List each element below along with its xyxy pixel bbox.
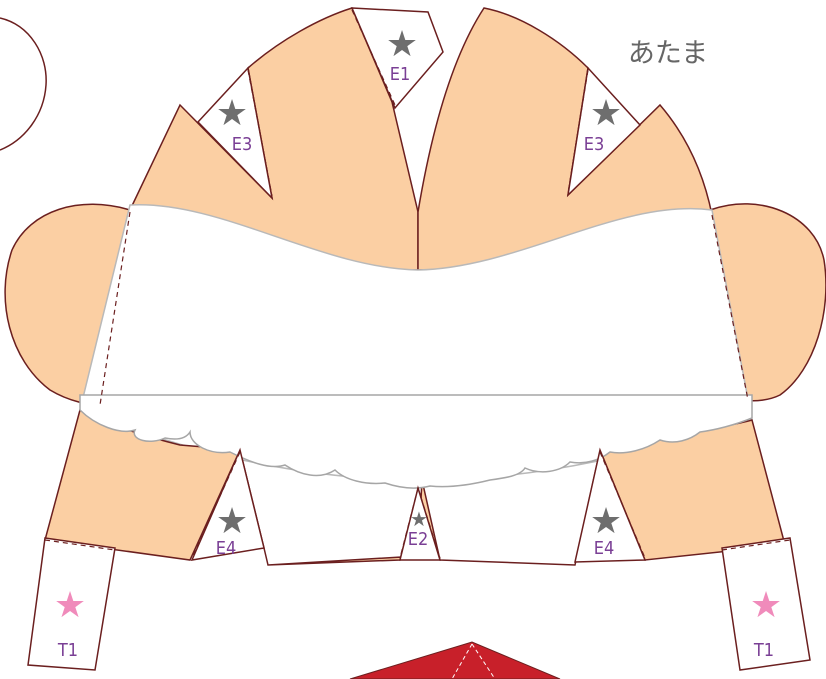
- label-e1: E1: [390, 64, 411, 85]
- tab-e1-shape: [350, 7, 444, 110]
- star-icon-e3-right: ★: [590, 93, 622, 134]
- star-icon-e2: ★: [410, 507, 428, 531]
- label-t1-right: T1: [753, 640, 774, 661]
- star-icon-e4-left: ★: [216, 501, 248, 542]
- fold-lines: [44, 9, 791, 559]
- tab-t1-left-shape: [27, 537, 116, 671]
- tab-t1-right-shape: [721, 537, 811, 671]
- circle-outline: [0, 17, 47, 151]
- star-icon-e4-right: ★: [590, 501, 622, 542]
- label-t1-left: T1: [57, 640, 78, 661]
- tab-e3-right-shape: [566, 66, 642, 198]
- label-e3-left: E3: [232, 134, 253, 155]
- star-icon-e1: ★: [386, 24, 418, 65]
- label-e3-right: E3: [584, 134, 605, 155]
- hair-edge: [79, 394, 753, 489]
- label-e2: E2: [408, 529, 429, 550]
- page-title: あたま: [628, 38, 708, 69]
- label-e4-left: E4: [216, 538, 237, 559]
- star-icon-e3-left: ★: [216, 93, 248, 134]
- star-icon-t1-left: ★: [54, 585, 86, 626]
- star-icon-t1-right: ★: [750, 585, 782, 626]
- red-piece: [349, 641, 561, 679]
- label-e4-right: E4: [594, 538, 615, 559]
